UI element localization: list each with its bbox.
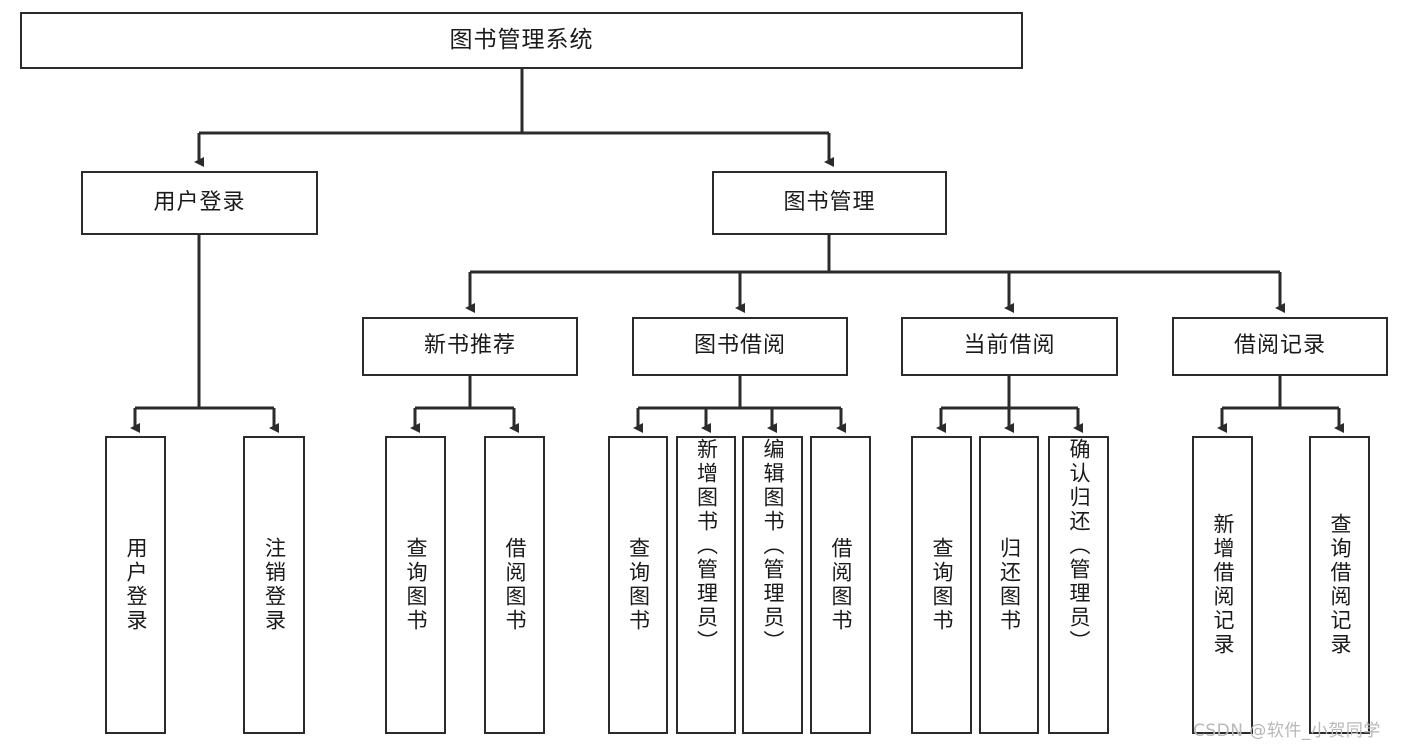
node-label: 图书借阅 <box>693 333 786 359</box>
node-borrow-record[interactable]: 借阅记录 <box>1172 317 1388 376</box>
node-label: 借阅图书 <box>503 537 527 633</box>
leaf-user-login[interactable]: 用户登录 <box>105 436 166 734</box>
leaf-return-book[interactable]: 归还图书 <box>979 436 1039 734</box>
node-label: 查询借阅记录 <box>1328 513 1352 657</box>
csdn-watermark: CSDN @软件_小贺同学 <box>1193 721 1381 741</box>
node-user-login[interactable]: 用户登录 <box>81 171 318 235</box>
node-label: 图书管理 <box>783 189 876 215</box>
node-label: 用户登录 <box>124 537 148 633</box>
node-label: 图书管理系统 <box>449 26 594 53</box>
node-root-system[interactable]: 图书管理系统 <box>20 12 1023 69</box>
node-label: 归还图书 <box>997 537 1022 633</box>
node-label: 查询图书 <box>930 537 954 633</box>
leaf-query-borrow-record[interactable]: 查询借阅记录 <box>1309 436 1370 734</box>
node-label: 借阅记录 <box>1233 333 1326 359</box>
node-label: 新增图书（管理员） <box>694 438 719 654</box>
node-label: 当前借阅 <box>963 333 1056 359</box>
node-label: 新书推荐 <box>423 333 516 359</box>
leaf-query-book-borrow[interactable]: 查询图书 <box>608 436 668 734</box>
node-book-borrow[interactable]: 图书借阅 <box>632 317 848 376</box>
node-label: 确认归还（管理员） <box>1067 438 1091 654</box>
node-label: 查询图书 <box>626 537 651 633</box>
node-label: 新增借阅记录 <box>1211 513 1235 657</box>
node-label: 编辑图书（管理员） <box>761 438 785 654</box>
node-label: 查询图书 <box>404 537 428 633</box>
node-book-manage[interactable]: 图书管理 <box>712 171 947 235</box>
leaf-borrow-book-borrow[interactable]: 借阅图书 <box>810 436 871 734</box>
leaf-add-book-admin[interactable]: 新增图书（管理员） <box>676 436 736 734</box>
leaf-edit-book-admin[interactable]: 编辑图书（管理员） <box>742 436 803 734</box>
node-current-borrow[interactable]: 当前借阅 <box>901 317 1118 376</box>
leaf-borrow-book-rec[interactable]: 借阅图书 <box>484 436 545 734</box>
leaf-query-book-current[interactable]: 查询图书 <box>911 436 972 734</box>
leaf-add-borrow-record[interactable]: 新增借阅记录 <box>1192 436 1253 734</box>
node-label: 注销登录 <box>262 537 287 633</box>
node-label: 借阅图书 <box>829 537 853 633</box>
leaf-confirm-return-admin[interactable]: 确认归还（管理员） <box>1048 436 1109 734</box>
node-new-book-rec[interactable]: 新书推荐 <box>362 317 578 376</box>
node-label: 用户登录 <box>153 189 246 215</box>
leaf-logout-login[interactable]: 注销登录 <box>243 436 305 734</box>
leaf-query-book-rec[interactable]: 查询图书 <box>385 436 446 734</box>
